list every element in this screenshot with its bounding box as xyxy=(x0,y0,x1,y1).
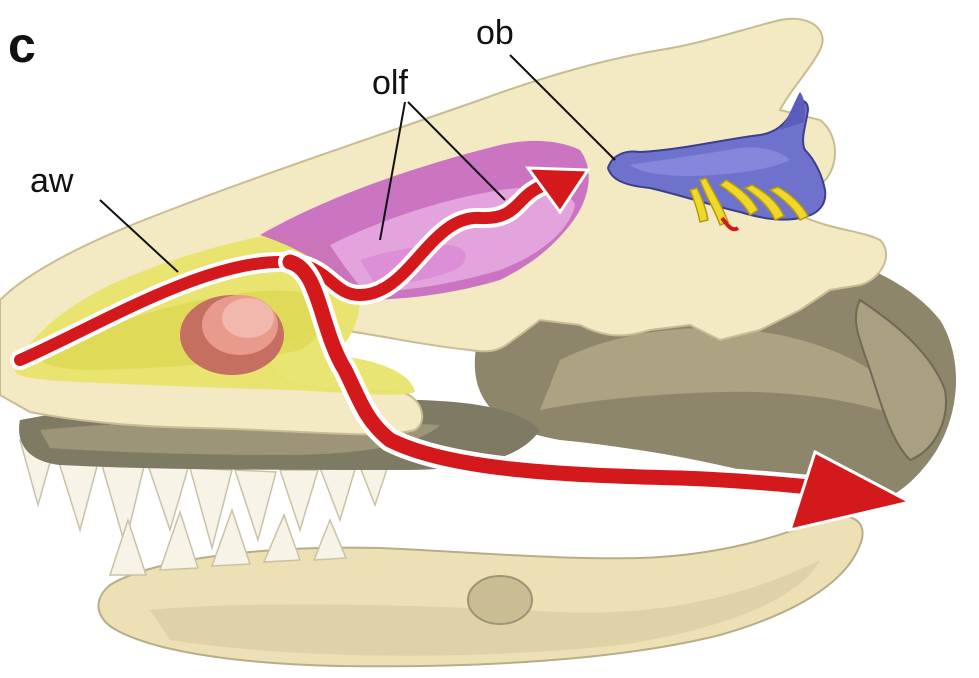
aw-label: aw xyxy=(30,162,74,200)
ob-label: ob xyxy=(476,14,514,52)
panel-label: c xyxy=(8,17,36,73)
olf-label: olf xyxy=(372,64,408,102)
mandibular-foramen xyxy=(468,576,532,624)
orbit-highlight xyxy=(222,298,274,338)
